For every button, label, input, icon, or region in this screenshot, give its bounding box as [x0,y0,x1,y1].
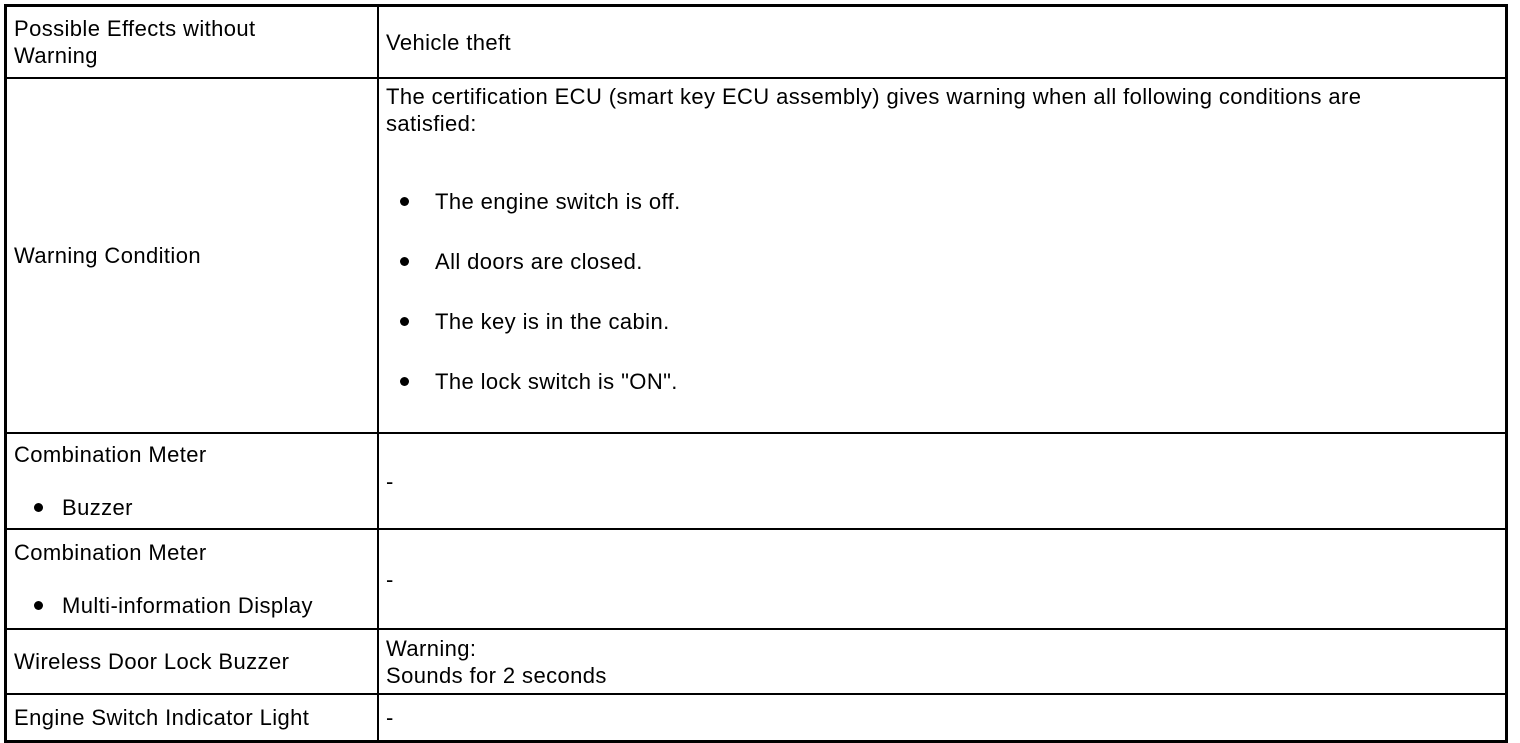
table-row-combination-meter-display: Combination Meter Multi-information Disp… [7,528,1505,628]
bullet-text: The lock switch is "ON". [435,369,678,394]
list-item: The lock switch is "ON". [386,368,1498,395]
table-row-combination-meter-buzzer: Combination Meter Buzzer - [7,432,1505,528]
bullet-icon [400,377,409,386]
row-value-cell: The certification ECU (smart key ECU ass… [377,79,1505,432]
row-header-label: Combination Meter [14,540,207,565]
bullet-icon [400,197,409,206]
bullet-text: The key is in the cabin. [435,309,670,334]
row-value-text: - [386,566,394,592]
bullet-icon [400,317,409,326]
table-row-wireless-door-lock-buzzer: Wireless Door Lock Buzzer Warning: Sound… [7,628,1505,693]
bullet-icon [400,257,409,266]
row-header-cell: Wireless Door Lock Buzzer [7,630,377,693]
list-item: All doors are closed. [386,248,1498,275]
bullet-text: Multi-information Display [62,593,313,618]
row-header-cell: Possible Effects without Warning [7,7,377,77]
row-value-text: Warning: Sounds for 2 seconds [386,635,607,688]
list-item: Buzzer [14,494,370,521]
table-row-warning-condition: Warning Condition The certification ECU … [7,77,1505,432]
row-header-cell: Combination Meter Buzzer [7,434,377,528]
list-item: The engine switch is off. [386,188,1498,215]
row-header-label: Engine Switch Indicator Light [14,705,310,730]
row-header-cell: Combination Meter Multi-information Disp… [7,530,377,628]
row-value-cell: - [377,434,1505,528]
table-row-possible-effects: Possible Effects without Warning Vehicle… [7,7,1505,77]
row-header-label: Warning Condition [14,243,201,268]
row-value-cell: Vehicle theft [377,7,1505,77]
row-header-label: Combination Meter [14,442,207,467]
list-item: The key is in the cabin. [386,308,1498,335]
bullet-text: All doors are closed. [435,249,643,274]
row-value-text: - [386,468,394,494]
row-header-cell: Warning Condition [7,79,377,432]
condition-bullet-list: The engine switch is off. All doors are … [386,161,1498,428]
condition-intro-text: The certification ECU (smart key ECU ass… [386,84,1362,136]
bullet-text: The engine switch is off. [435,189,681,214]
row-header-label: Possible Effects without Warning [14,16,256,68]
list-item: Multi-information Display [14,592,370,619]
warning-specification-table: Possible Effects without Warning Vehicle… [4,4,1508,743]
table-row-engine-switch-indicator-light: Engine Switch Indicator Light - [7,693,1505,740]
bullet-text: Buzzer [62,495,133,520]
bullet-icon [34,601,43,610]
row-value-cell: - [377,530,1505,628]
row-value-cell: - [377,695,1505,740]
row-value-text: - [386,705,394,730]
row-value-text: Vehicle theft [386,29,512,55]
bullet-icon [34,503,43,512]
row-header-label: Wireless Door Lock Buzzer [14,649,290,674]
row-header-cell: Engine Switch Indicator Light [7,695,377,740]
row-value-cell: Warning: Sounds for 2 seconds [377,630,1505,693]
